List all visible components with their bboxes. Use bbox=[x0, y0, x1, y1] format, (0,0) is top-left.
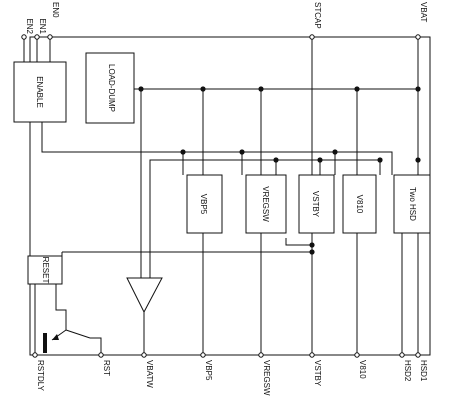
pin-hsd1-label: HSD1 bbox=[419, 360, 428, 382]
junction-dot bbox=[354, 86, 360, 92]
hsd-block bbox=[393, 174, 431, 234]
pin-vbatw-label: VBATW bbox=[145, 360, 154, 388]
junction-dot bbox=[200, 86, 206, 92]
vstby-block-label: VSTBY bbox=[311, 191, 320, 218]
pin-vbatw: VBATW bbox=[141, 352, 154, 388]
vregsw-block-label: VREGSW bbox=[261, 186, 270, 222]
junction-dot bbox=[273, 157, 279, 163]
pin-rstdly: RSTDLY bbox=[32, 352, 45, 392]
pin-en0: EN0 bbox=[47, 2, 60, 62]
v810-block bbox=[342, 174, 377, 234]
hsd-block-label: Two HSD bbox=[408, 187, 417, 221]
junction-dot bbox=[239, 149, 245, 155]
pin-vstby-label: VSTBY bbox=[313, 360, 322, 387]
v810-block-label: V810 bbox=[355, 195, 364, 214]
pin-hsd2-label: HSD2 bbox=[403, 360, 412, 382]
reset-block-label: RESET bbox=[41, 257, 50, 284]
pin-vregsw: VREGSW bbox=[258, 352, 271, 396]
transistor-arrow bbox=[52, 334, 59, 340]
vbp5-block-label: VBP5 bbox=[199, 194, 208, 215]
vbp5-block bbox=[186, 174, 223, 234]
junction-dot bbox=[317, 157, 323, 163]
transistor-base-wire bbox=[55, 284, 67, 330]
junction-dot bbox=[415, 86, 421, 92]
pin-v810-label: V810 bbox=[358, 360, 367, 379]
pin-hsd2: HSD2 bbox=[399, 352, 412, 382]
junction-dot bbox=[180, 149, 186, 155]
pin-en2-label: EN2 bbox=[25, 18, 34, 34]
pin-vbat-label: VBAT bbox=[419, 2, 428, 22]
vstby-block bbox=[298, 174, 335, 234]
control-bus-wire bbox=[149, 159, 380, 278]
pin-vbat: VBAT bbox=[415, 2, 428, 175]
pin-en0-label: EN0 bbox=[51, 2, 60, 18]
junction-dot bbox=[258, 86, 264, 92]
junction-dot bbox=[138, 86, 144, 92]
vbatw-buffer bbox=[126, 277, 163, 314]
pin-en1-label: EN1 bbox=[38, 18, 47, 34]
pin-rst-label: RST bbox=[102, 360, 111, 376]
pin-en2: EN2 bbox=[21, 18, 34, 62]
pin-v810: V810 bbox=[354, 352, 367, 379]
capacitor-plate bbox=[43, 333, 47, 353]
pin-vbp5-label: VBP5 bbox=[204, 360, 213, 381]
pin-rst: RST bbox=[98, 352, 111, 376]
junction-dot bbox=[415, 157, 421, 163]
pin-en1: EN1 bbox=[34, 18, 47, 62]
enable-block bbox=[13, 61, 67, 123]
vregsw-block bbox=[245, 174, 287, 234]
load-dump-block bbox=[85, 52, 135, 124]
rst-wire bbox=[90, 337, 102, 355]
pin-hsd1: HSD1 bbox=[415, 352, 428, 382]
pin-vstby: VSTBY bbox=[309, 352, 322, 387]
junction-dot bbox=[377, 157, 383, 163]
junction-dot bbox=[332, 149, 338, 155]
pin-vbp5: VBP5 bbox=[200, 352, 213, 381]
enable-block-label: ENABLE bbox=[35, 76, 44, 108]
load-dump-block-label: LOAD-DUMP bbox=[107, 64, 116, 112]
reset-block bbox=[27, 255, 63, 285]
pin-stcap-label: STCAP bbox=[313, 2, 322, 29]
transistor-collector bbox=[65, 329, 91, 339]
enable-bus-wire bbox=[41, 122, 393, 175]
vregsw-vstby-link-wire bbox=[285, 238, 312, 246]
pin-vregsw-label: VREGSW bbox=[262, 360, 271, 396]
pin-rstdly-label: RSTDLY bbox=[36, 360, 45, 392]
